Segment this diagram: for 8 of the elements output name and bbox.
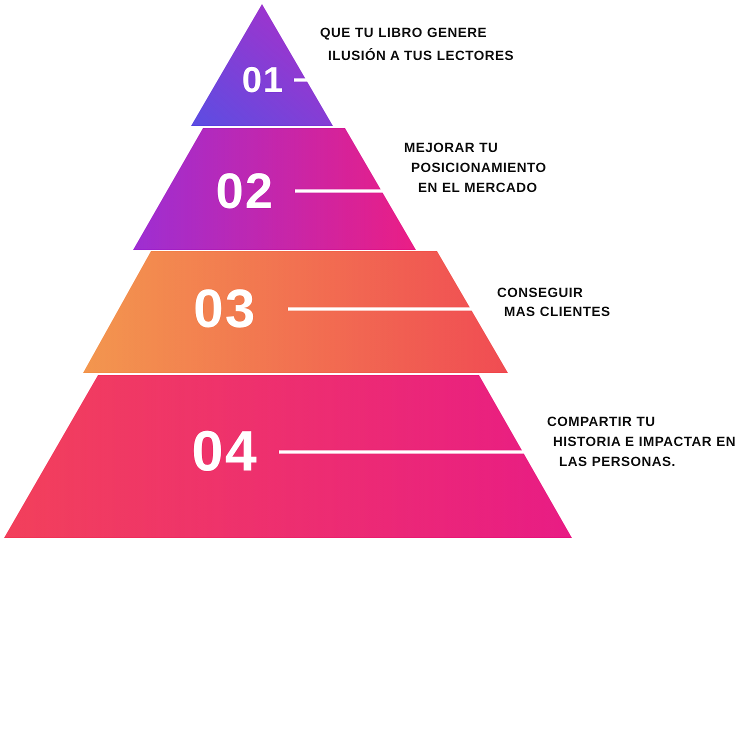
level-description: COMPARTIR TU HISTORIA E IMPACTAR EN LAS PERSONAS. bbox=[547, 413, 736, 471]
level-number: 03 bbox=[193, 282, 257, 336]
level-number: 04 bbox=[192, 424, 258, 480]
level-number: 02 bbox=[216, 166, 274, 216]
level-description: QUE TU LIBRO GENERE ILUSIÓN A TUS LECTORES bbox=[320, 24, 514, 64]
level-description: MEJORAR TU POSICIONAMIENTO EN EL MERCADO bbox=[404, 139, 547, 197]
level-number: 01 bbox=[242, 62, 284, 98]
level-description: CONSEGUIR MAS CLIENTES bbox=[497, 284, 611, 320]
